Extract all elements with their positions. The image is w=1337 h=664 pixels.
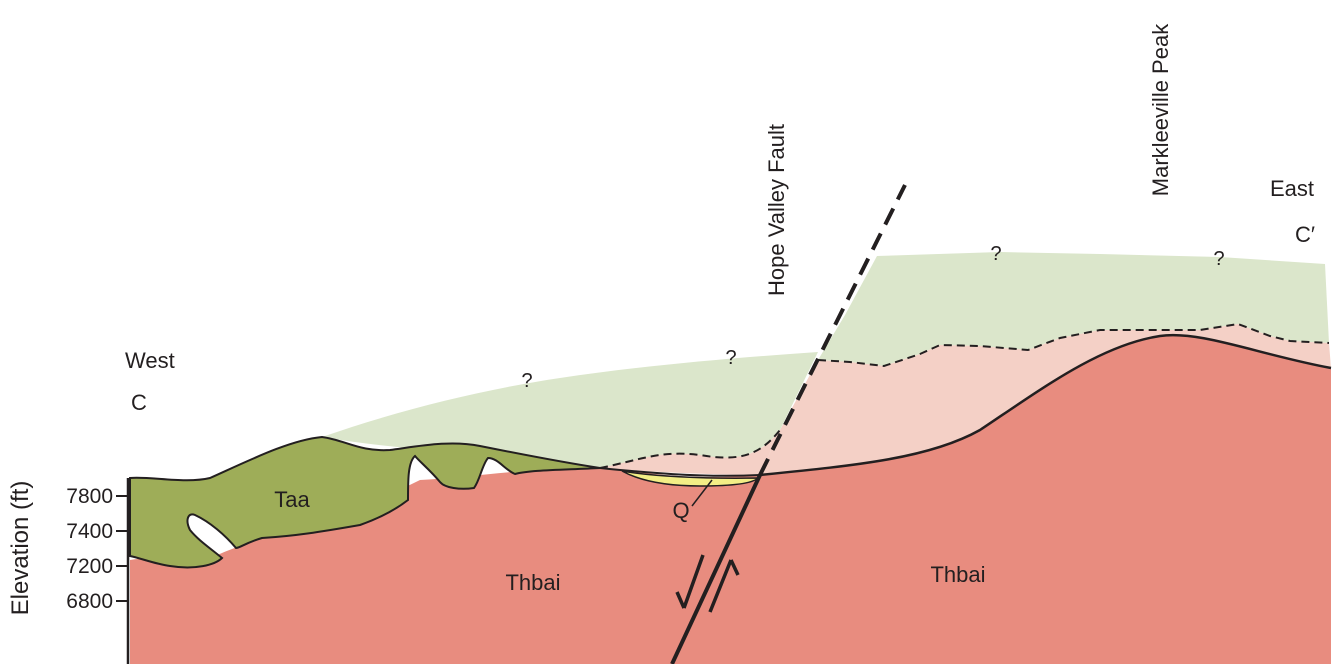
tick-label-6800: 6800 — [66, 590, 113, 613]
tick-label-7200: 7200 — [66, 555, 113, 578]
peak-name-label: Markleeville Peak — [1148, 23, 1173, 196]
fault-name-label: Hope Valley Fault — [764, 124, 789, 296]
uncertain-mark: ? — [521, 370, 532, 392]
tick-label-7400: 7400 — [66, 520, 113, 543]
uncertain-mark: ? — [1213, 248, 1224, 270]
uncertain-mark: ? — [725, 347, 736, 369]
unit-label-thbai-east: Thbai — [930, 562, 985, 587]
west-label: West — [125, 348, 175, 373]
west-point-label: C — [131, 390, 147, 415]
unit-label-taa: Taa — [274, 487, 310, 512]
uncertain-mark: ? — [990, 243, 1001, 265]
east-point-label: C′ — [1295, 222, 1315, 247]
axis-label: Elevation (ft) — [7, 481, 34, 616]
east-label: East — [1270, 176, 1314, 201]
unit-label-q: Q — [672, 498, 689, 523]
tick-label-7800: 7800 — [66, 485, 113, 508]
unit-label-thbai-west: Thbai — [505, 570, 560, 595]
